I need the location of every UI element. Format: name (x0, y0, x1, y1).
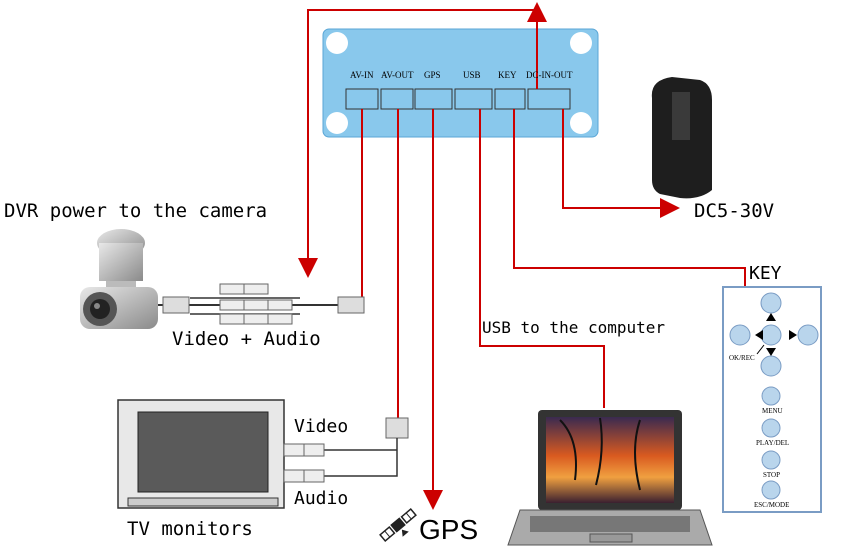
tv-cable-connectors (283, 417, 409, 483)
arrow-down-icon (766, 348, 776, 356)
wire-key (513, 109, 746, 288)
wire-dc (562, 109, 665, 209)
port-gps (414, 88, 453, 110)
port-label-usb: USB (463, 70, 481, 80)
key-up-button[interactable] (760, 292, 782, 314)
key-right-button[interactable] (797, 324, 819, 346)
label-tv-monitors: TV monitors (127, 518, 253, 540)
mount-hole (570, 32, 592, 54)
key-ok-rec-button[interactable] (760, 324, 782, 346)
mount-hole (326, 32, 348, 54)
port-av-in (345, 88, 379, 110)
label-tv-video: Video (294, 416, 349, 437)
arrow-up-icon (766, 313, 776, 321)
key-esc-mode-button[interactable] (761, 480, 781, 500)
wire-usb (479, 109, 605, 408)
key-label-esc-mode: ESC/MODE (754, 501, 790, 509)
wires (298, 2, 746, 510)
label-gps: GPS (419, 514, 479, 545)
key-label-stop: STOP (763, 471, 780, 479)
tv-monitor-icon (117, 399, 285, 509)
port-dc-in-out (527, 88, 571, 110)
key-label-play-del: PLAY/DEL (756, 439, 790, 447)
port-label-av-out: AV-OUT (381, 70, 414, 80)
camera-cable-connectors (158, 283, 365, 325)
mount-hole (570, 112, 592, 134)
key-menu-button[interactable] (761, 386, 781, 406)
key-play-del-button[interactable] (761, 418, 781, 438)
label-tv-audio: Audio (294, 488, 349, 509)
arrow-left-icon (755, 330, 763, 340)
label-video-audio: Video + Audio (172, 328, 321, 350)
laptop-icon (507, 410, 713, 546)
mount-hole (326, 112, 348, 134)
port-usb (454, 88, 493, 110)
dvr-device (322, 28, 599, 138)
power-adapter-icon (651, 77, 712, 199)
arrow-right-icon (789, 330, 797, 340)
port-label-gps: GPS (424, 70, 441, 80)
label-usb-computer: USB to the computer (482, 318, 666, 337)
key-stop-button[interactable] (761, 450, 781, 470)
key-panel (722, 286, 822, 513)
port-label-key: KEY (498, 70, 517, 80)
key-down-button[interactable] (760, 355, 782, 377)
port-label-av-in: AV-IN (350, 70, 374, 80)
key-label-ok-rec: OK/REC (729, 354, 755, 362)
key-left-button[interactable] (729, 324, 751, 346)
port-av-out (380, 88, 414, 110)
port-key (494, 88, 526, 110)
key-label-menu: MENU (762, 407, 783, 415)
satellite-icon (379, 508, 417, 542)
camera-icon (80, 229, 158, 329)
label-dc-power: DC5-30V (694, 200, 775, 222)
port-label-dc-in-out: DC-IN-OUT (526, 70, 573, 80)
label-key: KEY (749, 263, 782, 284)
label-dvr-power: DVR power to the camera (4, 200, 268, 222)
